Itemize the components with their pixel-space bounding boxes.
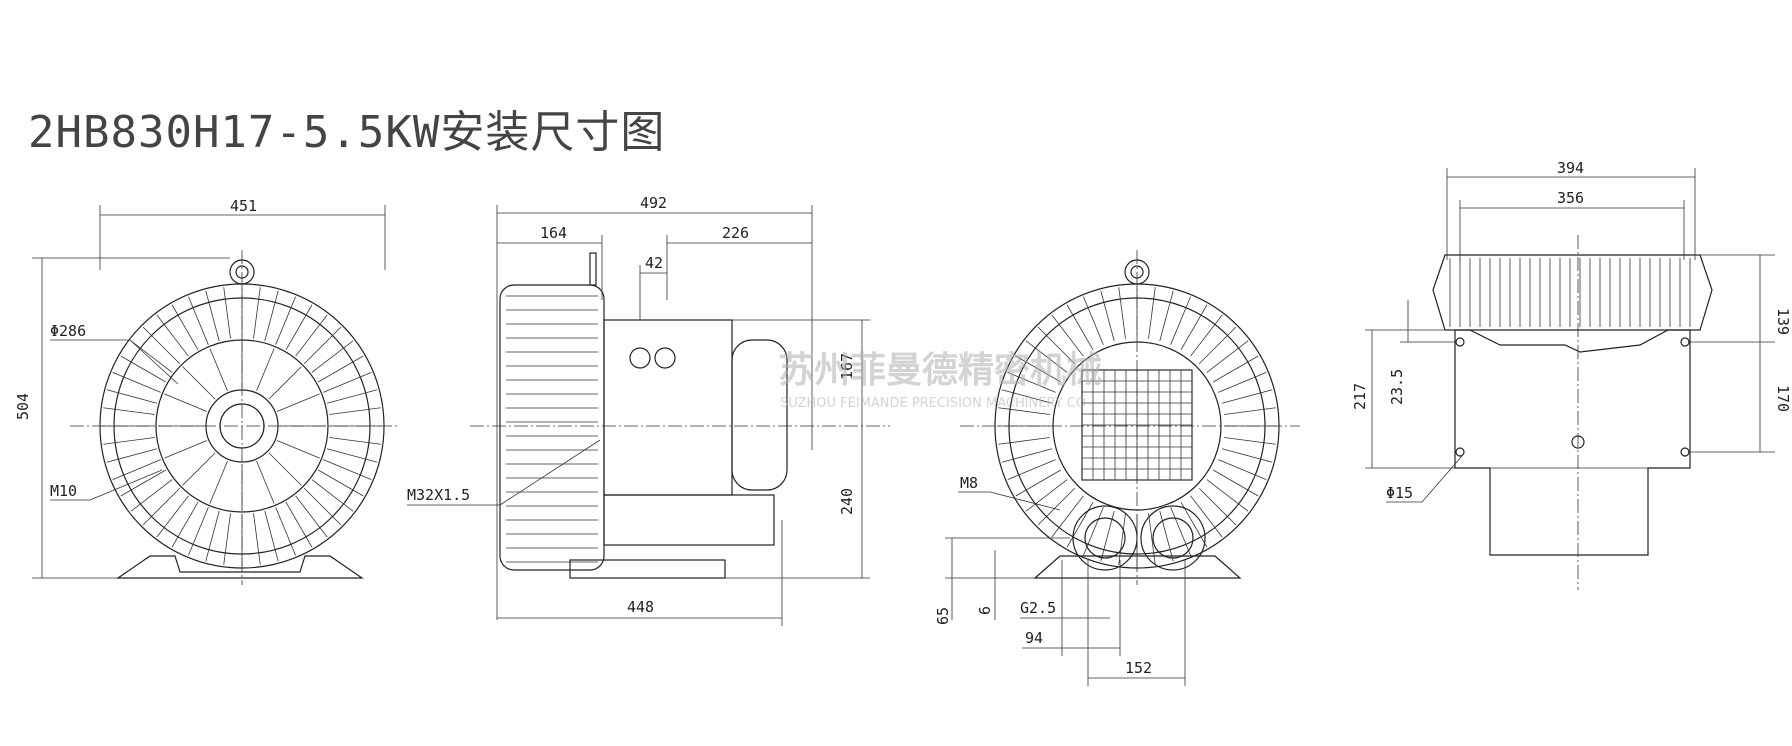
front-width-label: 451 bbox=[230, 197, 257, 215]
top-view: 394 356 139 170 217 23.5 Φ bbox=[1351, 159, 1792, 590]
front-view: 451 504 Φ286 M10 bbox=[14, 197, 400, 585]
side-right-label: 226 bbox=[722, 224, 749, 242]
top-inner-width-label: 356 bbox=[1557, 189, 1584, 207]
rear-offset-label: 6 bbox=[976, 606, 994, 615]
watermark-cn: 苏州菲曼德精密机械 bbox=[778, 349, 1102, 391]
top-lower-height-label: 170 bbox=[1774, 385, 1792, 412]
rear-spacing-label: 94 bbox=[1025, 629, 1043, 647]
rear-bolt-label: M8 bbox=[960, 474, 978, 492]
rear-height-label: 65 bbox=[934, 607, 952, 625]
side-top-height-label: 167 bbox=[838, 353, 856, 380]
front-diameter-label: Φ286 bbox=[50, 322, 86, 340]
company-watermark: 苏州菲曼德精密机械 SUZHOU FEIMANDE PRECISION MACH… bbox=[778, 349, 1102, 411]
side-bottom-height-label: 240 bbox=[838, 488, 856, 515]
watermark-en: SUZHOU FEIMANDE PRECISION MACHINERY CO bbox=[780, 396, 1086, 411]
side-left-label: 164 bbox=[540, 224, 567, 242]
top-body-height-label: 217 bbox=[1351, 383, 1369, 410]
rear-view: M8 65 6 G2.5 94 152 bbox=[934, 250, 1300, 686]
side-cable-label: M32X1.5 bbox=[407, 486, 470, 504]
side-total-label: 492 bbox=[640, 194, 667, 212]
side-box-label: 42 bbox=[645, 254, 663, 272]
top-upper-height-label: 139 bbox=[1774, 308, 1792, 335]
side-view: 492 164 226 42 167 240 448 bbox=[407, 194, 890, 626]
rear-thread-label: G2.5 bbox=[1020, 599, 1056, 617]
page-title: 2HB830H17-5.5KW安装尺寸图 bbox=[28, 107, 666, 158]
front-bolt-label: M10 bbox=[50, 482, 77, 500]
top-hole-label: Φ15 bbox=[1386, 484, 1413, 502]
top-offset-label: 23.5 bbox=[1388, 369, 1406, 405]
side-base-label: 448 bbox=[627, 598, 654, 616]
top-outer-width-label: 394 bbox=[1557, 159, 1584, 177]
rear-width-label: 152 bbox=[1125, 659, 1152, 677]
front-height-label: 504 bbox=[14, 393, 32, 420]
